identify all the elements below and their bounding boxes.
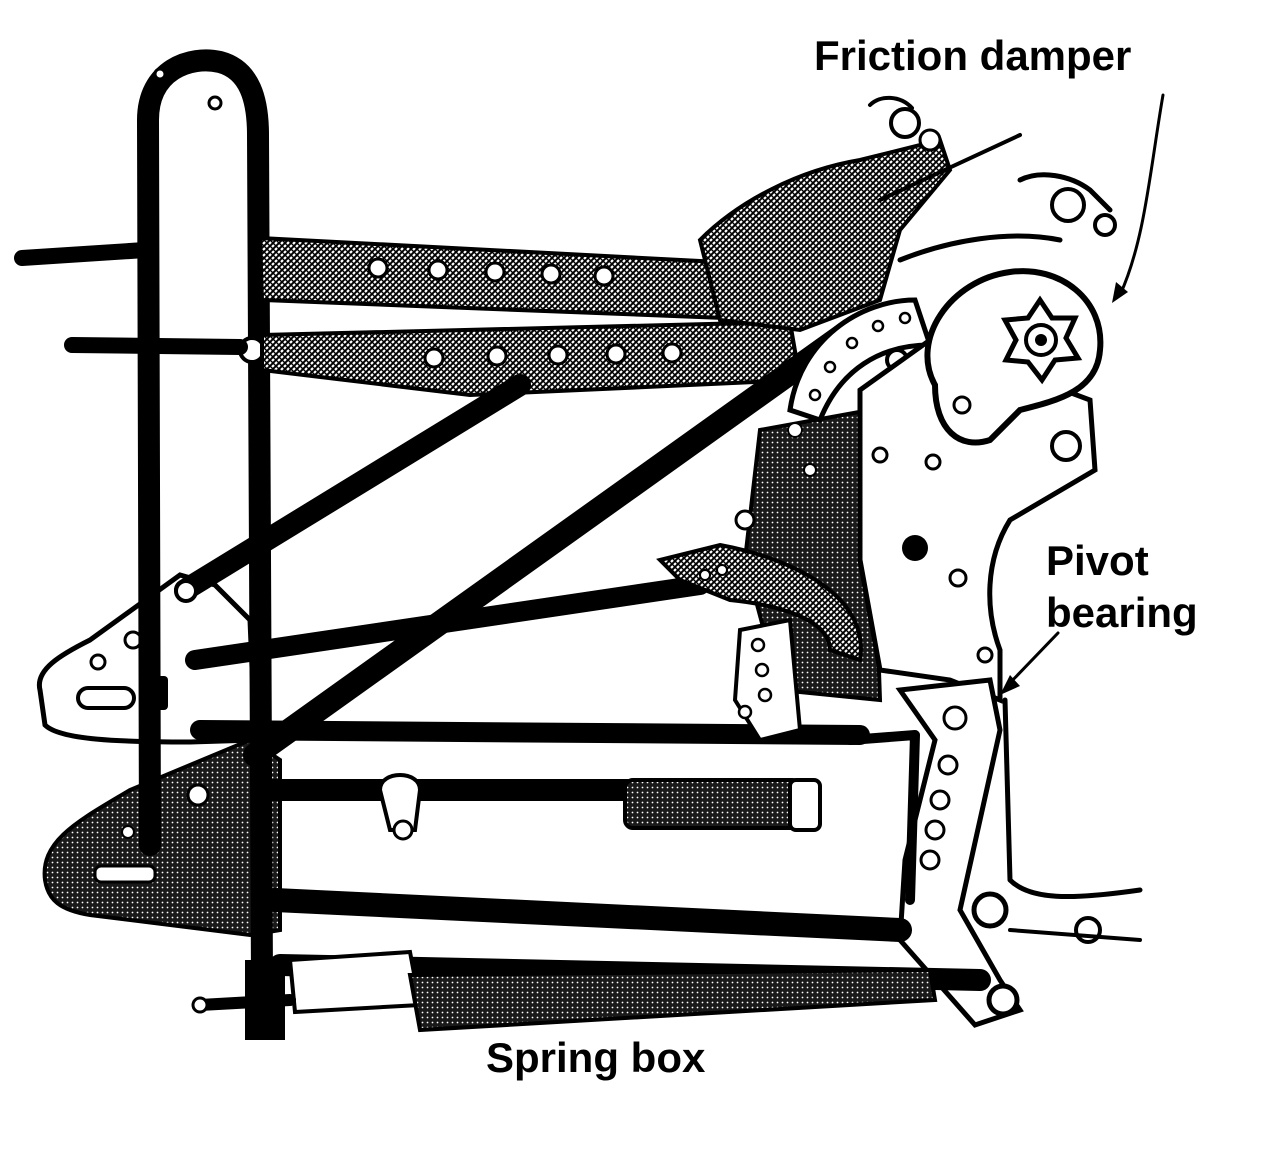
vertical-loop-frame <box>137 49 273 991</box>
lower-link-plate <box>732 617 803 743</box>
pivot-bearing-label: Pivot bearing <box>1046 535 1198 639</box>
friction-damper-label: Friction damper <box>814 32 1132 79</box>
diagonal-struts <box>174 318 870 767</box>
pivot-bearing-arrow <box>1000 631 1060 695</box>
friction-damper-arrow <box>1112 93 1165 303</box>
friction-damper <box>924 268 1104 446</box>
spring-box <box>191 888 991 1040</box>
bellcrank-lever <box>895 677 1143 1028</box>
curved-arm <box>656 509 863 663</box>
pivot-bearing-label-line2: bearing <box>1046 589 1198 636</box>
upper-rail <box>14 235 728 321</box>
middle-rail <box>64 319 803 398</box>
spring-box-label: Spring box <box>486 1034 706 1081</box>
upper-bracket <box>697 95 1117 333</box>
base-plate <box>42 737 282 938</box>
wire-frame <box>845 730 920 905</box>
pivot-bearing-label-line1: Pivot <box>1046 537 1149 584</box>
upper-cylinder <box>259 773 822 841</box>
